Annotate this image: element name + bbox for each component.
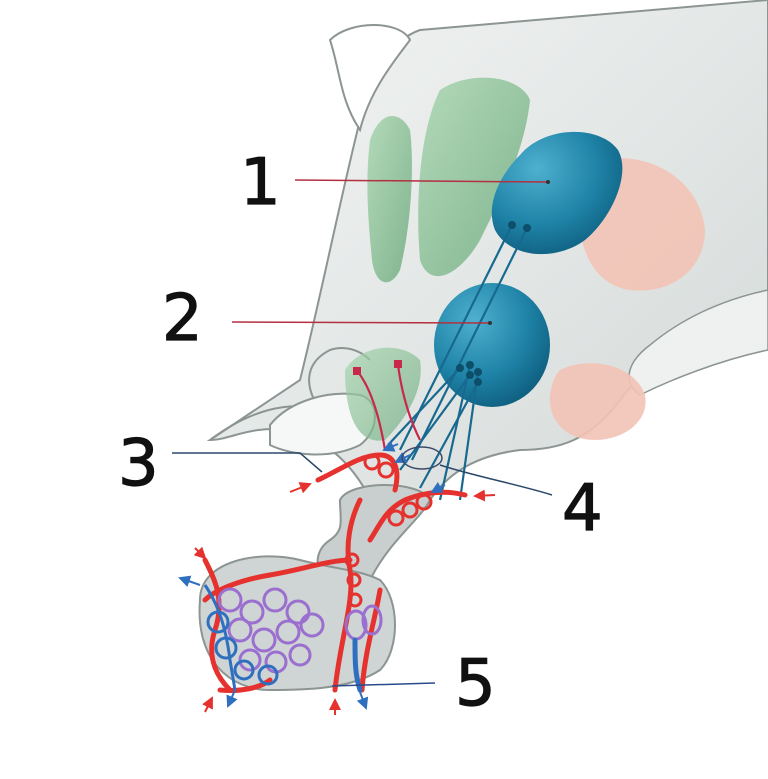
blue-nucleus-upper [491, 131, 623, 255]
label-3: 3 [118, 427, 159, 501]
label-1: 1 [240, 146, 281, 220]
veins [352, 637, 363, 693]
parvocellular-cell-bodies [353, 360, 402, 375]
leader-lines [172, 179, 553, 687]
label-4: 4 [562, 472, 603, 546]
axon-cell-bodies [456, 221, 531, 386]
portal-capillary-plexus [344, 453, 433, 608]
label-2: 2 [162, 282, 203, 356]
anterior-pituitary-network [203, 584, 383, 691]
label-4-target-ellipse [401, 446, 443, 470]
label-5: 5 [455, 647, 496, 721]
pituitary-gland [198, 484, 432, 692]
leader-endpoints [488, 180, 550, 325]
blue-nucleus-lower [434, 283, 550, 407]
axon-tract [387, 224, 528, 501]
green-nuclei [345, 77, 530, 441]
venous-outflow-arrows [178, 440, 446, 710]
arterial-inflow-arrows [193, 482, 496, 715]
